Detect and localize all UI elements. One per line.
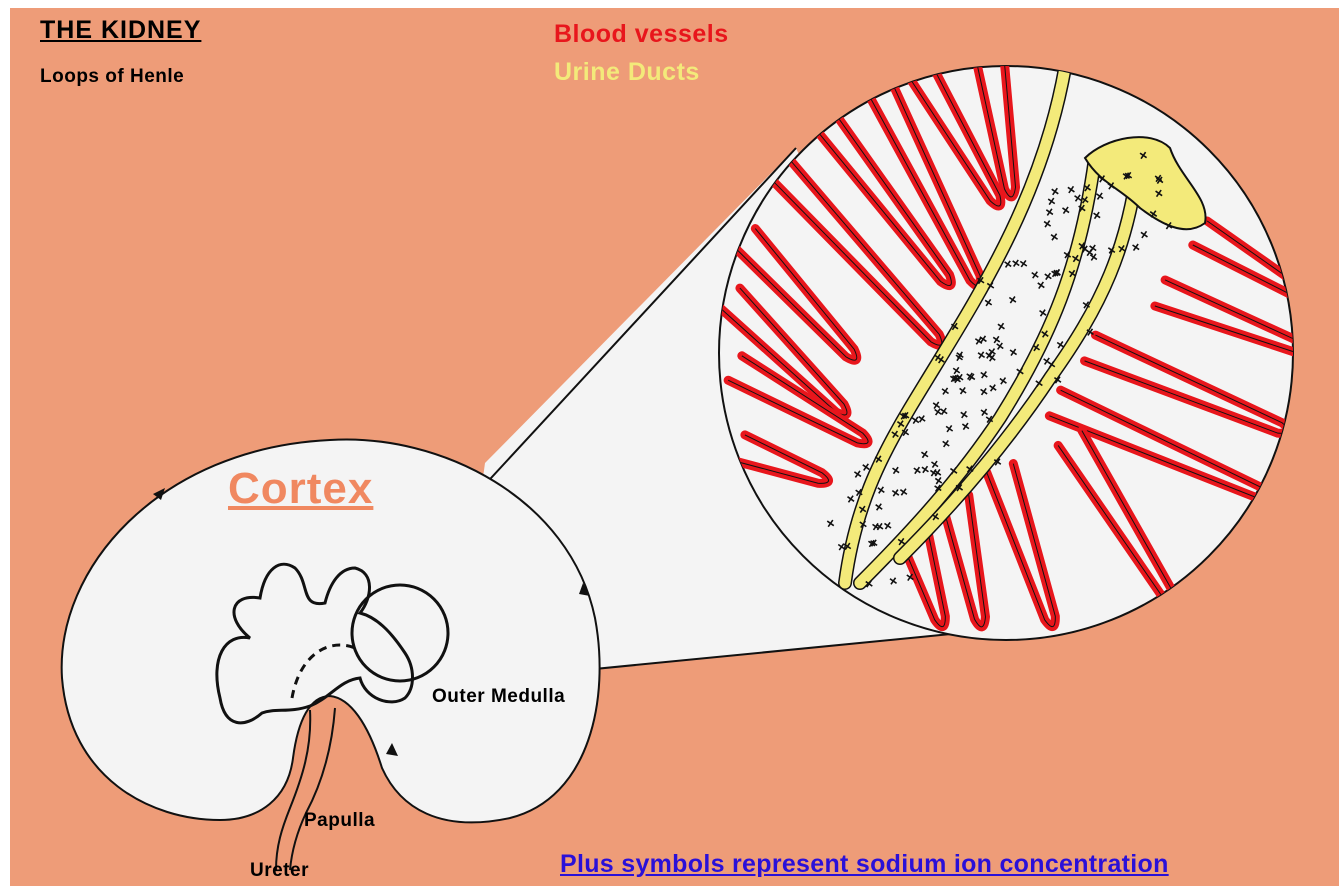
legend-urine-ducts: Urine Ducts bbox=[554, 58, 700, 87]
outer-medulla-label: Outer Medulla bbox=[432, 686, 565, 708]
footnote-link[interactable]: Plus symbols represent sodium ion concen… bbox=[560, 850, 1169, 879]
kidney-diagram bbox=[10, 8, 1339, 886]
ureter-label: Ureter bbox=[250, 860, 309, 882]
page-title: THE KIDNEY bbox=[40, 16, 201, 45]
diagram-canvas: THE KIDNEY Loops of Henle Blood vessels … bbox=[10, 8, 1339, 886]
legend-blood-vessels: Blood vessels bbox=[554, 20, 729, 49]
cortex-label: Cortex bbox=[228, 464, 373, 514]
magnified-circle bbox=[719, 66, 1293, 640]
page-subtitle: Loops of Henle bbox=[40, 66, 184, 88]
papulla-label: Papulla bbox=[304, 810, 375, 832]
